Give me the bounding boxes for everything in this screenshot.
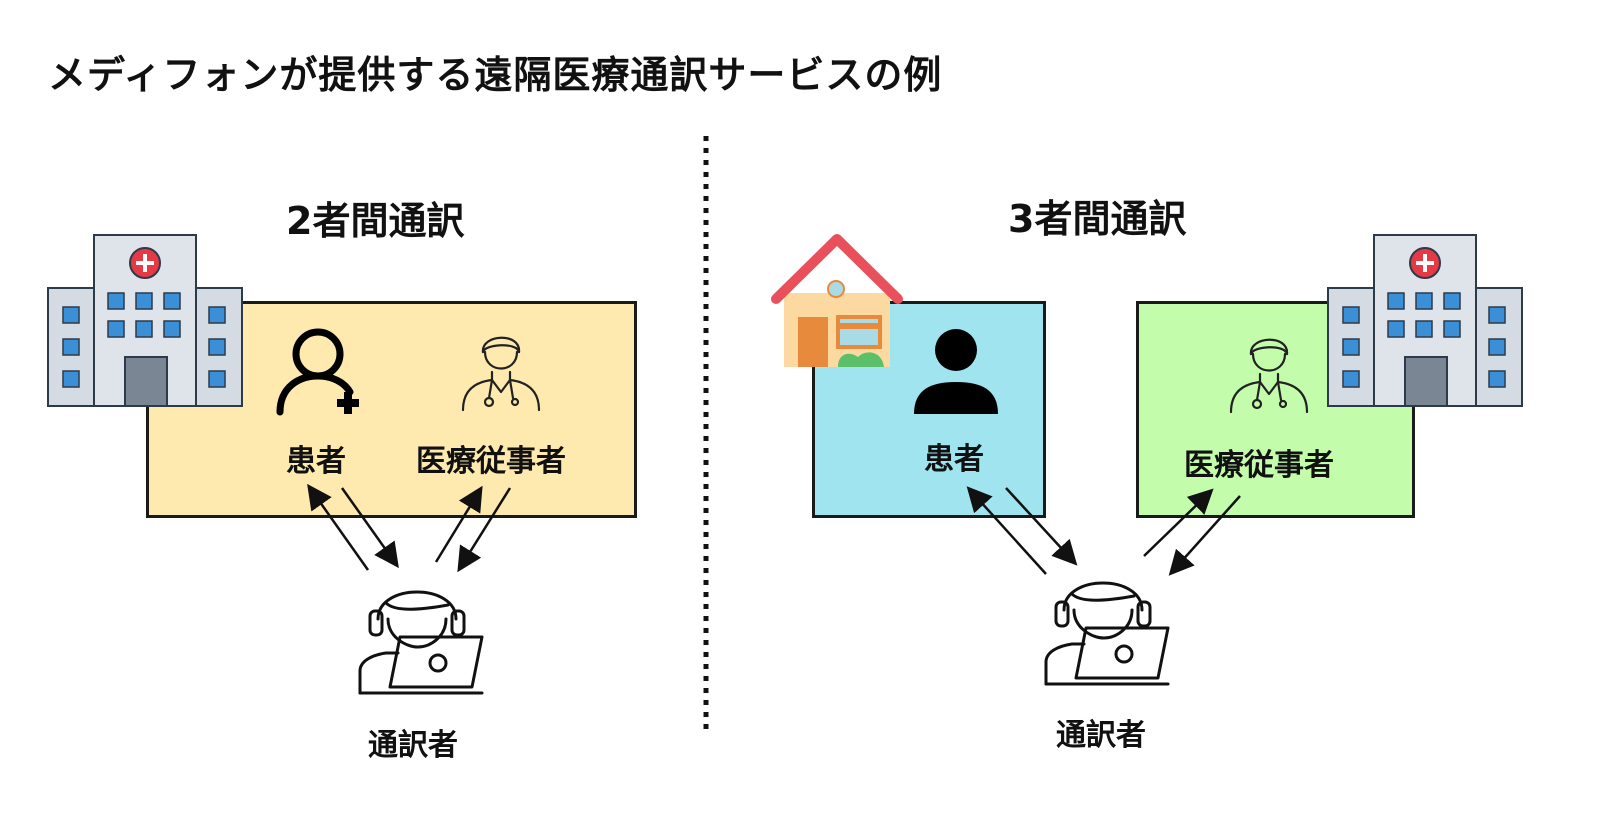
three-party-heading: 3者間通訳: [1008, 197, 1187, 241]
two-party-heading: 2者間通訳: [286, 199, 465, 243]
three-party-arrows: [966, 486, 1241, 576]
patient-icon: [276, 328, 359, 416]
patient-label-right: 患者: [924, 442, 984, 477]
staff-label: 医療従事者: [416, 444, 566, 479]
doctor-icon: [461, 336, 541, 412]
interpreter-icon: [358, 590, 484, 695]
interpreter-icon-right: [1044, 581, 1170, 686]
patient-silhouette-icon: [914, 329, 998, 414]
house-icon: [771, 234, 903, 367]
patient-label: 患者: [286, 444, 346, 479]
interpreter-label: 通訳者: [368, 728, 458, 763]
page-title: メディフォンが提供する遠隔医療通訳サービスの例: [48, 53, 943, 97]
center-divider: [703, 136, 709, 732]
doctor-icon-right: [1229, 338, 1309, 414]
hospital-icon-right: [1327, 234, 1523, 407]
interpreter-label-right: 通訳者: [1056, 718, 1146, 753]
two-party-arrows: [307, 483, 512, 573]
staff-label-right: 医療従事者: [1184, 448, 1334, 483]
hospital-icon: [47, 234, 243, 407]
